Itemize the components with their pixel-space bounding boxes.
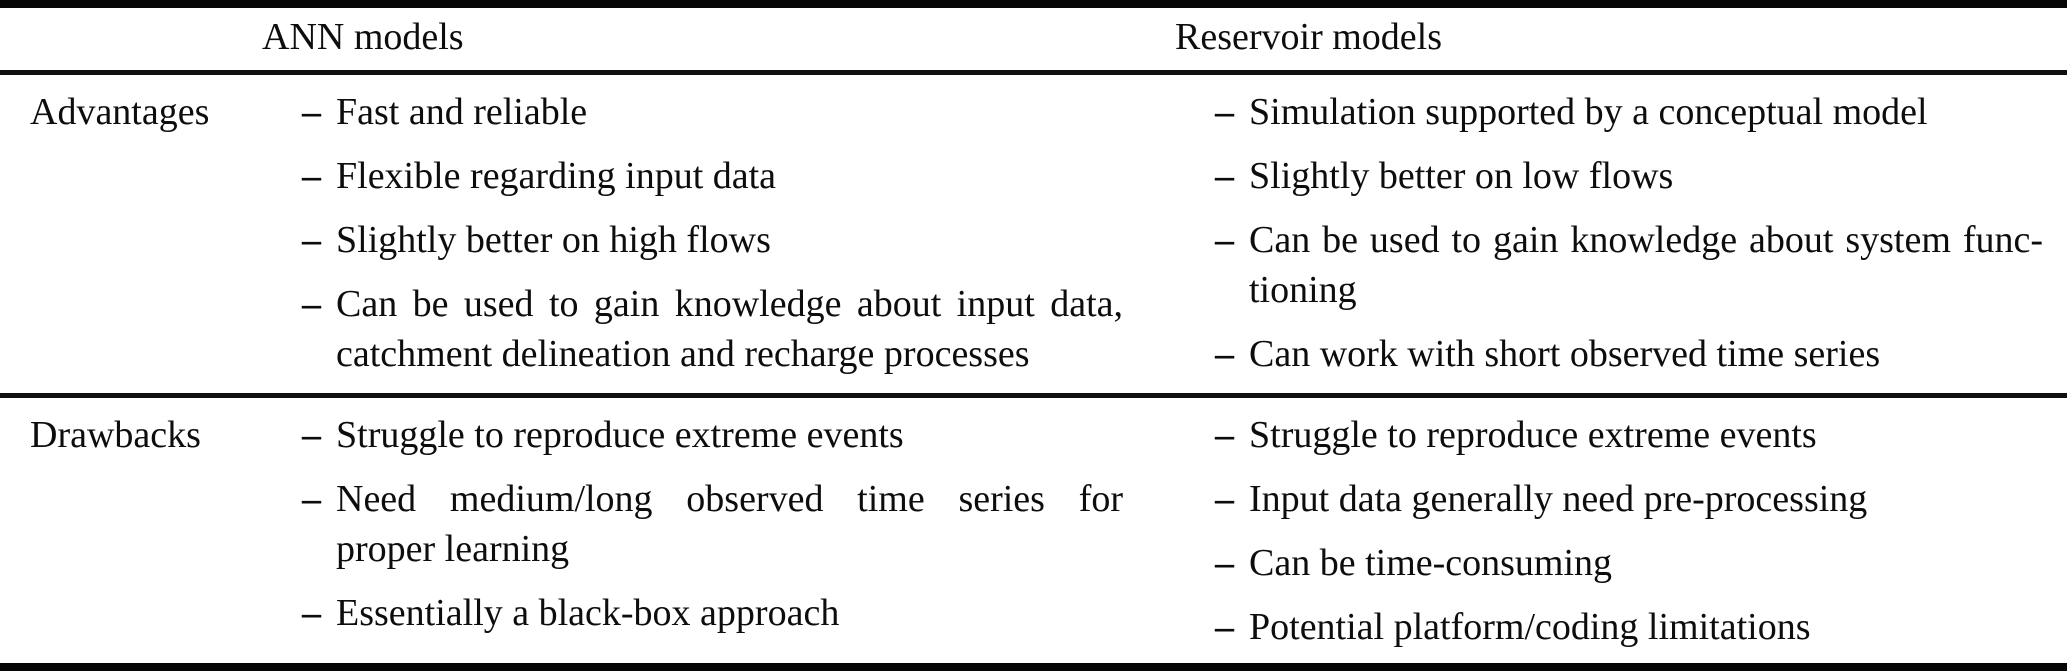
dash-bullet-icon: – xyxy=(302,219,321,261)
item-text: Need medium/long observed time series fo… xyxy=(336,474,1123,574)
list-item: – Struggle to reproduce extreme events xyxy=(1175,410,2043,460)
dash-bullet-icon: – xyxy=(1215,333,1234,375)
dash-bullet-icon: – xyxy=(1215,478,1234,520)
list-item: – Input data generally need pre-processi… xyxy=(1175,474,2043,524)
table-header-row: ANN models Reservoir models xyxy=(0,8,2067,75)
row-label-advantages: Advantages xyxy=(30,91,210,133)
list-item: – Can be time-consuming xyxy=(1175,538,2043,588)
table-row-drawbacks: Drawbacks – Struggle to reproduce extrem… xyxy=(0,398,2067,663)
item-line: Fast and reliable xyxy=(336,91,588,133)
item-line: Struggle to reproduce extreme events xyxy=(336,414,904,456)
list-item: – Slightly better on high flows xyxy=(262,215,1123,265)
item-text: Can be time-consuming xyxy=(1249,538,2043,588)
item-line: Slightly better on low flows xyxy=(1249,155,1674,197)
dash-bullet-icon: – xyxy=(1215,219,1234,261)
item-text: Simulation supported by a conceptual mod… xyxy=(1249,87,2043,137)
dash-bullet-icon: – xyxy=(1215,542,1234,584)
list-item: – Slightly better on low flows xyxy=(1175,151,2043,201)
item-line: Need medium/long observed time series fo… xyxy=(336,478,1123,520)
item-line: Can be used to gain knowledge about syst… xyxy=(1249,219,2043,261)
item-text: Fast and reliable xyxy=(336,87,1123,137)
item-line: Flexible regarding input data xyxy=(336,155,777,197)
dash-bullet-icon: – xyxy=(302,414,321,456)
dash-bullet-icon: – xyxy=(1215,155,1234,197)
item-text: Essentially a black-box approach xyxy=(336,588,1123,638)
item-line: Input data generally need pre-processing xyxy=(1249,478,1868,520)
header-spacer xyxy=(0,12,262,62)
item-text: Can be used to gain knowledge about inpu… xyxy=(336,279,1123,379)
dash-bullet-icon: – xyxy=(1215,91,1234,133)
table-row-advantages: Advantages – Fast and reliable – Flexibl… xyxy=(0,75,2067,398)
dash-bullet-icon: – xyxy=(302,91,321,133)
row-label-drawbacks: Drawbacks xyxy=(30,414,201,456)
item-line: catchment delineation and recharge proce… xyxy=(336,333,1030,375)
item-text: Flexible regarding input data xyxy=(336,151,1123,201)
column-header-reservoir: Reservoir models xyxy=(1175,16,1443,58)
list-item: – Potential platform/coding limitations xyxy=(1175,602,2043,652)
item-text: Can work with short observed time series xyxy=(1249,329,2043,379)
item-text: Input data generally need pre-processing xyxy=(1249,474,2043,524)
item-text: Struggle to reproduce extreme events xyxy=(1249,410,2043,460)
dash-bullet-icon: – xyxy=(1215,606,1234,648)
item-line: Essentially a black-box approach xyxy=(336,592,840,634)
ann-drawbacks-list: – Struggle to reproduce extreme events –… xyxy=(262,410,1175,652)
item-line: proper learning xyxy=(336,528,570,570)
column-header-ann: ANN models xyxy=(262,16,464,58)
dash-bullet-icon: – xyxy=(302,592,321,634)
list-item: – Can be used to gain knowledge about in… xyxy=(262,279,1123,379)
list-item: – Can work with short observed time seri… xyxy=(1175,329,2043,379)
list-item: – Fast and reliable xyxy=(262,87,1123,137)
dash-bullet-icon: – xyxy=(1215,414,1234,456)
list-item: – Can be used to gain knowledge about sy… xyxy=(1175,215,2043,315)
item-line: Can work with short observed time series xyxy=(1249,333,1881,375)
list-item: – Flexible regarding input data xyxy=(262,151,1123,201)
dash-bullet-icon: – xyxy=(302,155,321,197)
item-line: Can be time-consuming xyxy=(1249,542,1613,584)
list-item: – Need medium/long observed time series … xyxy=(262,474,1123,574)
item-line: Can be used to gain knowledge about inpu… xyxy=(336,283,1123,325)
ann-advantages-list: – Fast and reliable – Flexible regarding… xyxy=(262,87,1175,379)
item-text: Potential platform/coding limitations xyxy=(1249,602,2043,652)
item-text: Slightly better on low flows xyxy=(1249,151,2043,201)
item-line: Potential platform/coding limitations xyxy=(1249,606,1811,648)
list-item: – Simulation supported by a conceptual m… xyxy=(1175,87,2043,137)
item-text: Struggle to reproduce extreme events xyxy=(336,410,1123,460)
list-item: – Essentially a black-box approach xyxy=(262,588,1123,638)
list-item: – Struggle to reproduce extreme events xyxy=(262,410,1123,460)
dash-bullet-icon: – xyxy=(302,283,321,325)
reservoir-advantages-list: – Simulation supported by a conceptual m… xyxy=(1175,87,2067,379)
item-line: tioning xyxy=(1249,269,1357,311)
item-line: Simulation supported by a conceptual mod… xyxy=(1249,91,1928,133)
reservoir-drawbacks-list: – Struggle to reproduce extreme events –… xyxy=(1175,410,2067,652)
item-text: Slightly better on high flows xyxy=(336,215,1123,265)
dash-bullet-icon: – xyxy=(302,478,321,520)
item-line: Slightly better on high flows xyxy=(336,219,771,261)
item-line: Struggle to reproduce extreme events xyxy=(1249,414,1817,456)
item-text: Can be used to gain knowledge about syst… xyxy=(1249,215,2043,315)
